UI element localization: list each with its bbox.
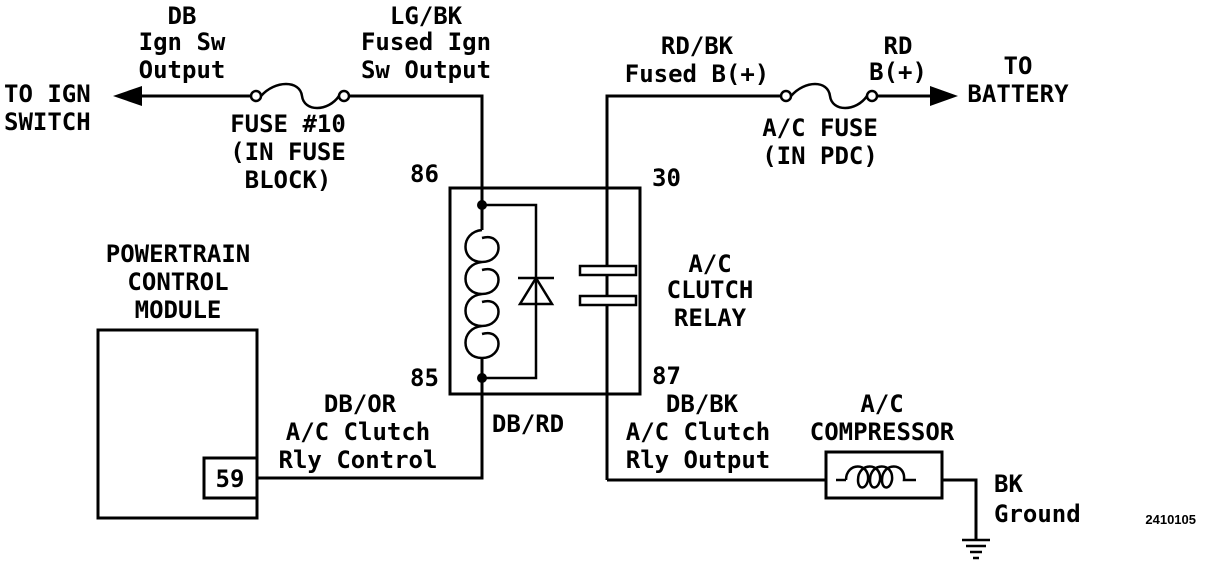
compressor-label-2: COMPRESSOR [810, 418, 955, 446]
ground-wire [942, 478, 978, 540]
pin86-label: 86 [410, 160, 439, 188]
ac-fuse-name: A/C FUSE [762, 114, 878, 142]
ground-icon [962, 538, 990, 560]
compressor-label: A/C COMPRESSOR [810, 390, 955, 446]
compressor-label-1: A/C [860, 390, 903, 418]
fused-batt-wire-name: Fused B(+) [625, 60, 770, 88]
ac-fuse-location: (IN PDC) [762, 142, 878, 170]
relay-label-3: RELAY [674, 304, 747, 332]
clutch-output-name-2: Rly Output [626, 446, 771, 474]
pcm-label: POWERTRAIN CONTROL MODULE [106, 240, 251, 324]
acfuse-element [790, 82, 869, 110]
ac-fuse-label: A/C FUSE (IN PDC) [762, 114, 878, 170]
fused-batt-wire [605, 94, 781, 480]
pcm-label-3: MODULE [135, 296, 222, 324]
pin85-label: 85 [410, 364, 439, 392]
to-ign-line-1: TO IGN [4, 80, 91, 108]
db-rd-wire-label: DB/RD [492, 410, 564, 438]
ign-wire-label: DB Ign Sw Output [139, 2, 226, 84]
batt-wire-color: RD [884, 32, 913, 60]
acfuse-terminal-right [865, 89, 879, 103]
to-battery-line-1: TO [1004, 52, 1033, 80]
fuse10-location-2: BLOCK) [245, 166, 332, 194]
fused-ign-wire-name-2: Sw Output [361, 56, 491, 84]
batt-wire-name: B(+) [869, 58, 927, 86]
clutch-output-color: DB/BK [666, 390, 739, 418]
fused-ign-wire-color: LG/BK [390, 2, 463, 30]
relay-coil-icon [464, 228, 500, 360]
compressor-box [824, 450, 944, 500]
fuse10-element [260, 82, 341, 110]
pcm-pin-number: 59 [216, 465, 245, 493]
clutch-output-wire-label: DB/BK A/C Clutch Rly Output [626, 390, 771, 474]
clutch-control-color: DB/OR [324, 390, 397, 418]
fused-ign-wire-label: LG/BK Fused Ign Sw Output [361, 2, 491, 84]
fuse10-name: FUSE #10 [230, 110, 346, 138]
pcm-label-2: CONTROL [127, 268, 228, 296]
figure-number: 2410105 [1145, 512, 1196, 527]
batt-wire-label: RD B(+) [869, 32, 927, 86]
to-ign-line-2: SWITCH [4, 108, 91, 136]
clutch-control-name-1: A/C Clutch [286, 418, 431, 446]
relay-label: A/C CLUTCH RELAY [667, 250, 754, 332]
clutch-output-name-1: A/C Clutch [626, 418, 771, 446]
acfuse-terminal-left [779, 89, 793, 103]
ground-label: BK Ground [994, 470, 1081, 528]
diode-loop [482, 203, 538, 380]
fused-batt-wire-label: RD/BK Fused B(+) [625, 32, 770, 88]
relay-label-1: A/C [688, 250, 731, 278]
ground-name: Ground [994, 500, 1081, 528]
fused-batt-wire-color: RD/BK [661, 32, 734, 60]
fuse10-location-1: (IN FUSE [230, 138, 346, 166]
fuse10-terminal-left [249, 89, 263, 103]
pin30-label: 30 [652, 164, 681, 192]
clutch-control-name-2: Rly Control [279, 446, 438, 474]
clutch-control-wire [257, 378, 484, 480]
relay-box [448, 186, 642, 396]
ign-wire-name-2: Output [139, 56, 226, 84]
relay-contact-upper [578, 264, 638, 277]
pin87-label: 87 [652, 362, 681, 390]
pcm-label-1: POWERTRAIN [106, 240, 251, 268]
to-battery-line-2: BATTERY [967, 80, 1069, 108]
relay-label-2: CLUTCH [667, 276, 754, 304]
diode-icon [517, 275, 555, 306]
to-ign-arrow-icon [113, 86, 142, 106]
compressor-clutch-coil-icon [836, 465, 916, 489]
ign-wire-color: DB [168, 2, 197, 30]
fused-ign-wire [349, 94, 484, 205]
fuse10-label: FUSE #10 (IN FUSE BLOCK) [230, 110, 346, 194]
to-ign-switch-label: TO IGN SWITCH [4, 80, 91, 136]
ground-wire-color: BK [994, 470, 1023, 498]
fuse10-terminal-right [337, 89, 351, 103]
fused-ign-wire-name-1: Fused Ign [361, 28, 491, 56]
relay-contact-lower [578, 294, 638, 307]
ign-wire-name-1: Ign Sw [139, 28, 226, 56]
to-battery-label: TO BATTERY [967, 52, 1069, 108]
clutch-control-wire-label: DB/OR A/C Clutch Rly Control [279, 390, 438, 474]
to-battery-arrow-icon [930, 86, 958, 106]
pcm-box [96, 328, 259, 520]
